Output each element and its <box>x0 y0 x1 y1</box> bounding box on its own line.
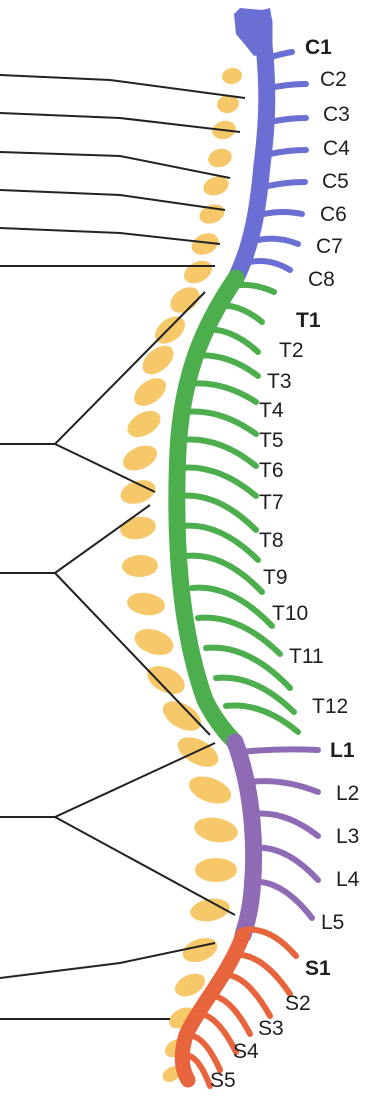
vertebra-body <box>119 441 161 476</box>
vertebra-body <box>123 405 165 442</box>
nerve-labels: C1C2C3C4C5C6C7C8T1T2T3T4T5T6T7T8T9T10T11… <box>210 36 360 1092</box>
thoracic-nerve-root <box>194 355 258 376</box>
leader-line <box>0 152 230 178</box>
nerve-label-t4: T4 <box>259 399 284 422</box>
nerve-label-t7: T7 <box>259 491 284 514</box>
cervical-nerve-root <box>270 84 306 88</box>
vertebra-body <box>126 590 167 617</box>
vertebra-body <box>221 66 243 85</box>
thoracic-nerve-root <box>182 440 256 466</box>
vertebra-body <box>117 476 158 508</box>
vertebra-body <box>206 146 234 170</box>
leader-line <box>0 228 220 244</box>
cervical-nerve-root <box>270 150 306 154</box>
nerve-label-t9: T9 <box>263 566 288 589</box>
lumbar-nerve-root <box>248 781 318 792</box>
nerve-label-t6: T6 <box>259 459 284 482</box>
vertebra-body <box>192 814 239 845</box>
vertebra-body <box>195 858 237 882</box>
nerve-label-l1: L1 <box>330 739 355 762</box>
nerve-label-t2: T2 <box>279 339 304 362</box>
nerve-label-s3: S3 <box>258 1017 284 1040</box>
leader-line <box>0 75 245 98</box>
vertebra-body <box>180 256 216 288</box>
nerve-label-c3: C3 <box>323 103 350 126</box>
nerve-label-l3: L3 <box>336 825 359 848</box>
cervical-nerve-root <box>258 239 298 244</box>
nerve-label-l4: L4 <box>336 868 360 891</box>
nerve-label-l5: L5 <box>321 911 344 934</box>
vertebra-body <box>137 340 179 380</box>
cervical-nerve-root <box>270 118 306 122</box>
nerve-label-c6: C6 <box>320 203 347 226</box>
nerve-label-c2: C2 <box>320 68 347 91</box>
vertebra-body <box>150 311 190 349</box>
vertebra-body <box>131 624 176 659</box>
nerve-label-s4: S4 <box>233 1040 259 1063</box>
nerve-label-s1: S1 <box>305 957 331 980</box>
nerve-label-c4: C4 <box>323 137 350 160</box>
nerve-label-t1: T1 <box>296 309 321 332</box>
cervical-nerve-root <box>264 212 302 214</box>
lumbar-cord-segment <box>235 742 254 935</box>
nerve-label-t11: T11 <box>289 645 324 668</box>
nerve-label-c8: C8 <box>308 268 335 291</box>
vertebra-body <box>185 771 235 809</box>
nerve-label-t8: T8 <box>259 529 284 552</box>
nerve-label-t3: T3 <box>267 370 292 393</box>
nerve-label-s5: S5 <box>210 1069 236 1092</box>
lumbar-nerve-root <box>252 813 318 836</box>
nerve-label-c1: C1 <box>305 36 332 59</box>
nerve-label-t12: T12 <box>312 695 348 718</box>
thoracic-nerve-root <box>184 411 256 434</box>
nerve-label-l2: L2 <box>336 782 359 805</box>
thoracic-nerve-root <box>180 468 256 496</box>
vertebra-body <box>129 373 171 412</box>
vertebra-body <box>197 201 228 227</box>
vertebra-body <box>122 554 159 577</box>
nerve-label-t10: T10 <box>272 602 308 625</box>
thoracic-nerve-root <box>188 383 256 402</box>
sacral-nerve-root <box>232 955 290 994</box>
leader-line <box>0 190 225 210</box>
leader-line <box>0 113 240 132</box>
cervical-nerve-root <box>268 182 305 186</box>
lumbar-nerve-root <box>240 749 318 752</box>
vertebra-body <box>118 514 157 542</box>
nerve-label-s2: S2 <box>285 992 311 1015</box>
nerve-label-c5: C5 <box>322 170 349 193</box>
vertebra-body <box>143 660 189 699</box>
leader-line <box>0 943 215 978</box>
cervical-nerve-root <box>250 261 290 270</box>
nerve-label-c7: C7 <box>316 235 343 258</box>
vertebra-body <box>173 731 223 773</box>
nerve-label-t5: T5 <box>259 429 284 452</box>
